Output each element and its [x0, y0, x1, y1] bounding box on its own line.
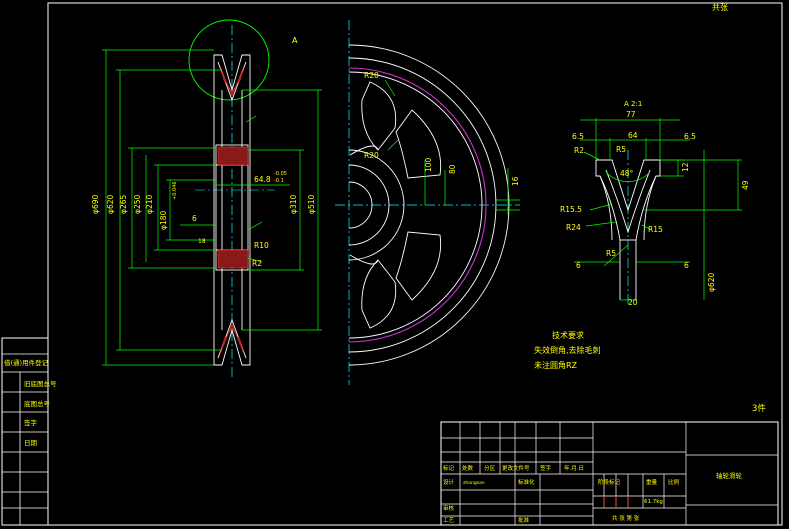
tb-hdr-0: 标记: [443, 464, 455, 472]
detail-dim-d620: φ620: [707, 273, 716, 292]
tb-weight-label: 重量: [646, 478, 658, 486]
dim-r20-inner: R20: [364, 151, 379, 160]
tb-review-label: 审核: [443, 504, 455, 512]
detail-dim-r5b: R5: [606, 249, 616, 258]
tb-designer-label: 设计: [443, 478, 455, 486]
corner-label: 共张: [712, 3, 728, 12]
dim-d180: φ180: [159, 211, 168, 230]
notes-line1: 失效倒角,去除毛刺: [534, 345, 601, 355]
detail-dim-64: 64: [628, 131, 638, 140]
left-strip-label-3: 签字: [24, 418, 38, 427]
pitch-circle: [348, 67, 487, 343]
dim-16: 16: [511, 176, 520, 186]
tb-std-label: 标准化: [518, 478, 535, 486]
technical-notes: 技术要求 失效倒角,去除毛刺 未注圆角RZ: [534, 330, 601, 370]
detail-dim-49: 49: [741, 180, 750, 190]
dim-tol180: +0.046: [172, 181, 178, 200]
detail-dim-r15: R15: [648, 225, 663, 234]
drawing-border: [47, 2, 783, 526]
detail-circle: [188, 19, 270, 101]
tb-stage-label: 阶段标记: [598, 478, 621, 486]
part-count: 3件: [752, 403, 766, 414]
detail-title: A 2:1: [624, 100, 642, 108]
tb-hdr-5: 年.月.日: [564, 464, 584, 472]
detail-dim-r24: R24: [566, 223, 581, 232]
tb-hdr-3: 更改文件号: [502, 464, 530, 472]
detail-dim-r155: R15.5: [560, 205, 582, 214]
left-strip-label-2: 底图总号: [24, 399, 51, 408]
dim-d210: φ210: [145, 195, 154, 214]
tb-scale-label: 比例: [668, 478, 680, 486]
tb-hdr-4: 签字: [540, 464, 552, 472]
notes-line2: 未注圆角RZ: [534, 360, 578, 370]
detail-dim-12: 12: [681, 162, 690, 172]
left-strip-label-4: 日期: [24, 439, 38, 447]
detail-dim-6b: 6: [684, 261, 689, 270]
tb-part-name: 轴轮滑轮: [716, 471, 743, 480]
dim-6: 6: [192, 214, 197, 223]
dim-tol648-up: -0.05: [274, 171, 287, 177]
dim-d690: φ690: [91, 195, 100, 214]
dim-18: 18: [198, 238, 206, 245]
dim-d510: φ510: [307, 195, 316, 214]
detail-section: A 2:1 77: [560, 100, 750, 307]
dim-648: 64.8: [254, 175, 271, 184]
dim-r10: R10: [254, 241, 269, 250]
detail-dim-65a: 6.5: [572, 132, 584, 141]
tb-weight-value: 61.7kg: [644, 499, 663, 505]
detail-dim-6a: 6: [576, 261, 581, 270]
tb-approve-label: 批准: [518, 516, 530, 524]
dim-tol648-lo: -0.1: [274, 178, 284, 184]
tb-sheets: 共 张 第 张: [612, 514, 640, 522]
title-block: 标记 处数 分区 更改文件号 签字 年.月.日 设计 zhangsan 标准化 …: [440, 421, 779, 526]
detail-dim-r5: R5: [616, 145, 626, 154]
dim-80: 80: [448, 164, 457, 174]
detail-dim-77: 77: [626, 110, 636, 119]
dim-100: 100: [424, 157, 433, 172]
detail-dim-48deg: 48°: [620, 169, 634, 178]
left-strip-frame: [1, 337, 49, 526]
tb-hdr-1: 处数: [462, 464, 474, 472]
dim-r2: R2: [252, 259, 262, 268]
notes-title: 技术要求: [552, 330, 584, 340]
dim-d250: φ250: [133, 195, 142, 214]
front-view: A: [91, 19, 322, 380]
left-strip-label-0: 借(通)用件登记: [4, 358, 49, 367]
detail-dim-65b: 6.5: [684, 132, 696, 141]
dim-d620: φ620: [106, 195, 115, 214]
detail-dim-20: 20: [628, 298, 638, 307]
tb-process-label: 工艺: [443, 517, 455, 524]
tb-designer-name: zhangsan: [463, 480, 485, 486]
dim-r20-outer: R20: [364, 71, 379, 80]
detail-dim-r2: R2: [574, 146, 584, 155]
dim-d265: φ265: [119, 195, 128, 214]
left-strip-label-1: 旧底图总号: [24, 379, 57, 388]
dim-d310: φ310: [289, 195, 298, 214]
side-view: R20 R20 100 80 16: [335, 20, 520, 385]
detail-label: A: [292, 36, 298, 45]
tb-hdr-2: 分区: [484, 464, 496, 472]
